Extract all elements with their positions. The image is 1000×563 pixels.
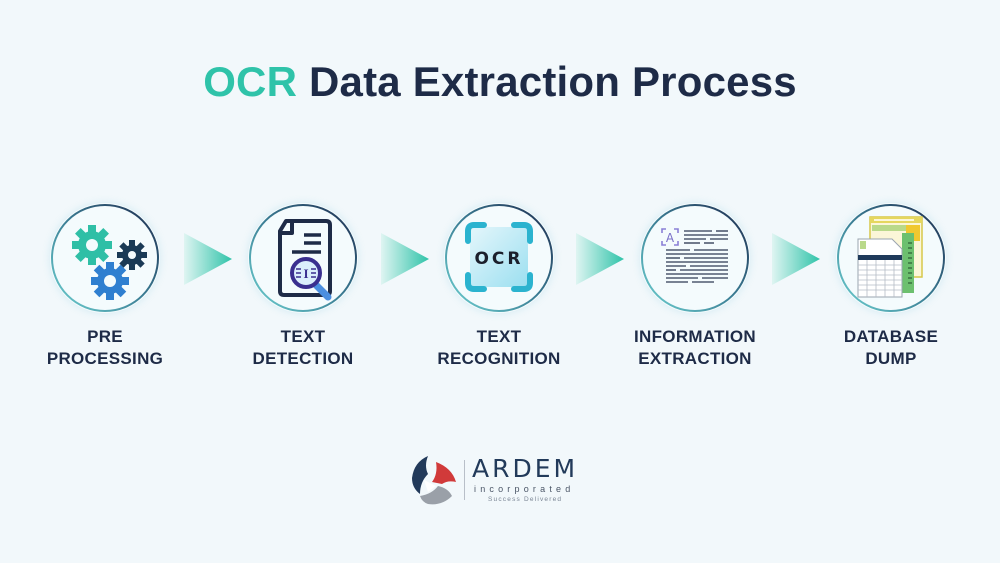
step-information-extraction: A bbox=[640, 203, 750, 313]
title-accent: OCR bbox=[203, 58, 298, 105]
ardem-logo-icon bbox=[412, 456, 456, 505]
arrow-right-icon bbox=[576, 233, 624, 285]
svg-text:A: A bbox=[666, 231, 675, 245]
step-text-detection: I bbox=[248, 203, 358, 313]
svg-text:OCR: OCR bbox=[474, 249, 523, 269]
step-database-dump bbox=[836, 203, 946, 313]
step-pre-processing bbox=[50, 203, 160, 313]
step-label: TEXT DETECTION bbox=[252, 327, 354, 368]
step-circle: I bbox=[248, 203, 358, 313]
page-title: OCR Data Extraction Process bbox=[0, 58, 1000, 106]
step-circle: A bbox=[640, 203, 750, 313]
step-label: INFORMATION EXTRACTION bbox=[634, 327, 756, 368]
step-label: TEXT RECOGNITION bbox=[437, 327, 561, 368]
svg-text:I: I bbox=[303, 266, 308, 281]
arrow-right-icon bbox=[772, 233, 820, 285]
step-circle bbox=[50, 203, 160, 313]
title-rest: Data Extraction Process bbox=[309, 58, 797, 105]
arrow-right-icon bbox=[184, 233, 232, 285]
spreadsheet-icon bbox=[857, 216, 923, 298]
logo-brand: ARDEM bbox=[472, 454, 579, 483]
step-label: PRE PROCESSING bbox=[46, 327, 164, 368]
ocr-scan-icon: OCR bbox=[465, 222, 533, 292]
step-circle: OCR bbox=[444, 203, 554, 313]
step-text-recognition: OCR bbox=[444, 203, 554, 313]
logo-subtitle: incorporated bbox=[474, 484, 575, 494]
arrow-right-icon bbox=[381, 233, 429, 285]
gears-icon bbox=[72, 225, 147, 300]
text-document-icon: A bbox=[661, 228, 728, 283]
step-label: DATABASE DUMP bbox=[843, 327, 939, 368]
logo-tagline: Success Delivered bbox=[488, 496, 563, 503]
company-logo: ARDEM incorporated Success Delivered bbox=[406, 452, 596, 508]
logo-divider bbox=[464, 460, 465, 500]
document-search-icon: I bbox=[278, 219, 332, 301]
step-circle bbox=[836, 203, 946, 313]
